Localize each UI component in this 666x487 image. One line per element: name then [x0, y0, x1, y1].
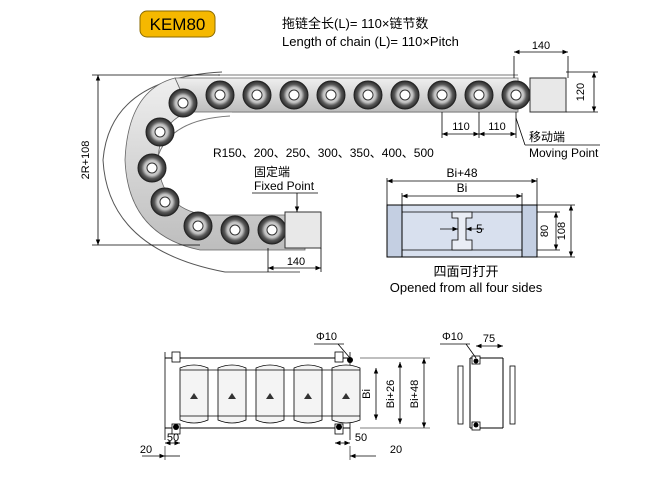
- dim-pitch-b-text: 110: [488, 121, 506, 133]
- chain-side-view: [102, 71, 567, 273]
- heading-en: Length of chain (L)= 110×Pitch: [282, 34, 459, 49]
- model-badge-text: KEM80: [150, 15, 206, 34]
- dim-bi48-v-text: Bi+48: [409, 380, 421, 408]
- dim-right-120-text: 120: [575, 83, 587, 101]
- opened-zh: 四面可打开: [433, 264, 498, 279]
- dim-75-text: 75: [483, 333, 495, 345]
- dim-right-120: 120: [566, 71, 598, 113]
- bracket-end-view: Φ10 75: [440, 331, 516, 431]
- model-badge: KEM80: [139, 10, 216, 38]
- dim-108-text: 108: [556, 222, 568, 240]
- moving-point-zh: 移动端: [529, 130, 565, 144]
- dim-20-right-text: 20: [390, 444, 402, 456]
- dim-five-text: 5: [476, 222, 483, 236]
- dim-bottom-140-text: 140: [287, 256, 305, 268]
- radius-list: R150、200、250、300、350、400、500: [213, 146, 434, 160]
- opened-en: Opened from all four sides: [390, 280, 543, 295]
- dim-bi-v-text: Bi: [361, 389, 373, 399]
- dim-pitch: 110 110: [441, 112, 517, 138]
- top-rollers: [168, 80, 531, 118]
- moving-end-bracket: [529, 77, 567, 113]
- dim-left-height: 2R+108: [80, 74, 220, 246]
- fixed-end-bracket: [284, 211, 322, 249]
- dim-bi48-text: Bi+48: [446, 166, 477, 180]
- dim-phi10-side-text: Φ10: [442, 331, 463, 343]
- dim-pitch-a-text: 110: [452, 121, 470, 133]
- dim-bi26-text: Bi+26: [385, 380, 397, 408]
- dim-50-left-text: 50: [167, 432, 179, 444]
- moving-point-callout: 移动端 Moving Point: [515, 117, 600, 160]
- cross-section: Bi+48 Bi 5 80 108: [386, 166, 575, 258]
- moving-point-en: Moving Point: [529, 146, 599, 160]
- dim-20-left-text: 20: [140, 444, 152, 456]
- bottom-rollers: [183, 211, 287, 245]
- heading-zh: 拖链全长(L)= 110×链节数: [282, 16, 428, 31]
- top-view-frame: Φ10 Bi Bi+26 Bi+48 50 50 20 20: [140, 331, 430, 460]
- dim-phi10-front-text: Φ10: [316, 331, 337, 343]
- fixed-point-en: Fixed Point: [254, 179, 315, 193]
- dim-bi-text: Bi: [457, 181, 468, 195]
- dim-bottom-140: 140: [267, 248, 322, 272]
- fixed-point-zh: 固定端: [254, 164, 290, 179]
- curve-rollers: [137, 117, 180, 217]
- dim-50-right-text: 50: [355, 432, 367, 444]
- dim-80-text: 80: [539, 225, 551, 237]
- dim-top-140: 140: [513, 40, 569, 78]
- dim-top-140-text: 140: [532, 40, 550, 52]
- dim-left-height-text: 2R+108: [80, 141, 92, 180]
- fixed-point-callout: 固定端 Fixed Point: [252, 164, 318, 212]
